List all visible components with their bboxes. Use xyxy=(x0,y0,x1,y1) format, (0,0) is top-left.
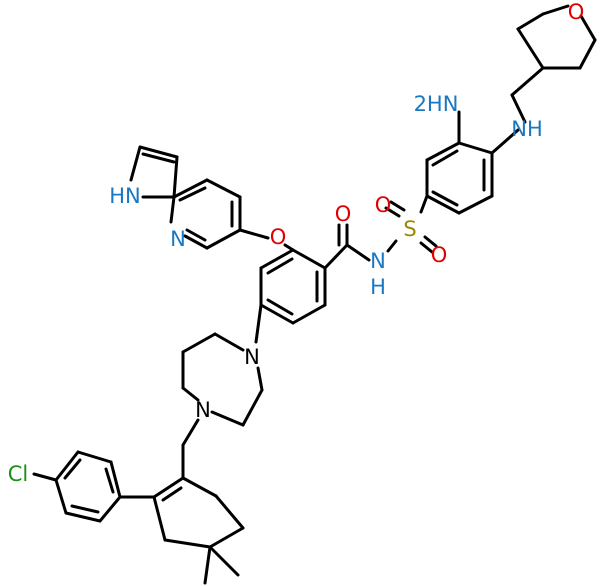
ether-oxygen-label: O xyxy=(270,225,287,249)
pyrrole-nh-label: HN xyxy=(109,184,141,208)
oxane-ring xyxy=(510,4,597,124)
atom-labels: O 2HN NH HN N O O S O O N H N N Cl xyxy=(8,0,585,486)
amide-group xyxy=(323,223,371,270)
sulfonyl-oxygen-bottom-label: O xyxy=(431,243,448,267)
piperazine-nitrogen-bottom-label: N xyxy=(195,398,211,422)
aryl-ring-upper xyxy=(419,110,520,215)
chlorophenyl-ring xyxy=(32,450,156,523)
piperazine-ring xyxy=(181,332,264,447)
amide-nitrogen-label: N xyxy=(370,249,386,273)
azaindole-ring xyxy=(129,145,242,250)
chlorine-label: Cl xyxy=(8,462,29,486)
cyclohexene-ring xyxy=(152,443,245,585)
amine-linker-label: NH xyxy=(511,117,543,141)
oxane-oxygen-label: O xyxy=(568,0,585,24)
aryl-ring-central xyxy=(254,243,327,344)
ether-linkage xyxy=(238,228,270,240)
amino-group-label: 2HN xyxy=(414,92,459,116)
pyridine-nitrogen-label: N xyxy=(170,227,186,251)
sulfur-label: S xyxy=(403,217,416,241)
carbonyl-oxygen-label: O xyxy=(335,202,352,226)
sulfonyl-oxygen-top-label: O xyxy=(375,193,392,217)
sulfonamide-group xyxy=(384,200,438,254)
amide-hydrogen-label: H xyxy=(370,275,386,299)
piperazine-nitrogen-top-label: N xyxy=(244,345,260,369)
